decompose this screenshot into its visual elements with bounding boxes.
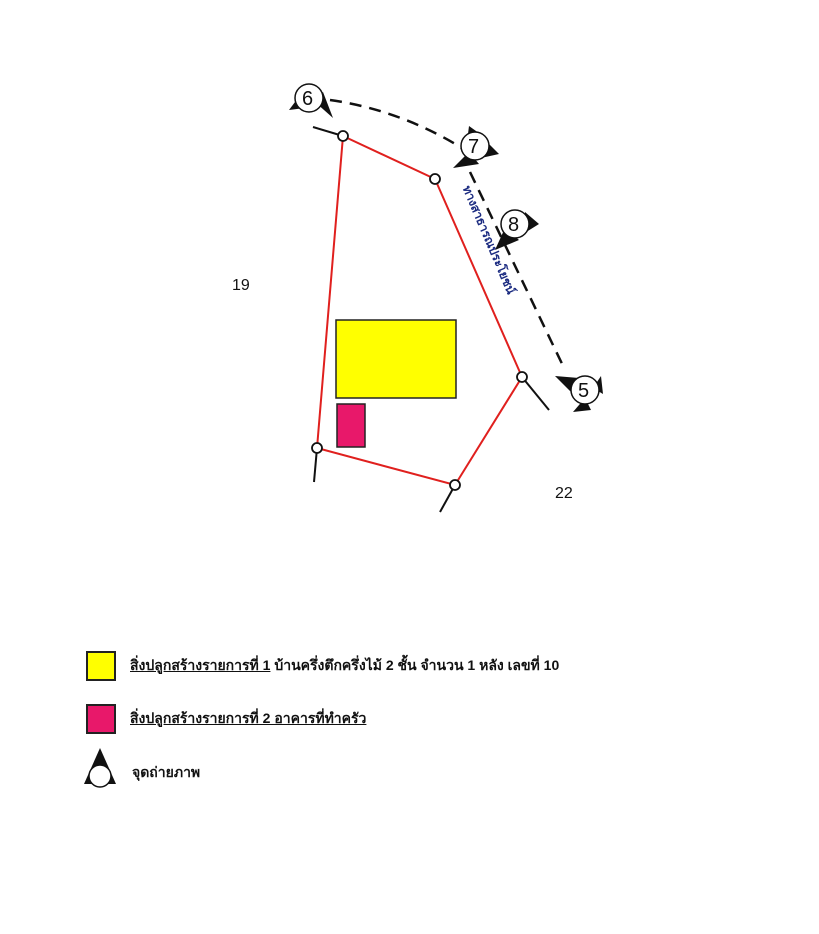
legend-item-photo-point: จุดถ่ายภาพ (132, 762, 200, 784)
pink-swatch (86, 704, 116, 734)
legend-item-2-title: สิ่งปลูกสร้างรายการที่ 2 อาคารที่ทำครัว (130, 710, 367, 726)
legend-item-1-desc: บ้านครึ่งตึกครึ่งไม้ 2 ชั้น จำนวน 1 หลัง… (270, 657, 560, 673)
photo-point-label-8: 8 (508, 214, 520, 236)
photo-point-label-7: 7 (468, 136, 480, 158)
photo-point-label-6: 6 (302, 88, 314, 110)
photo-point-label-5: 5 (578, 380, 590, 402)
photo-point-7 (453, 126, 499, 168)
legend-item-1-title: สิ่งปลูกสร้างรายการที่ 1 (130, 657, 271, 673)
building-2 (336, 403, 366, 448)
parcel-number-22: 22 (555, 485, 573, 502)
photo-point-6 (289, 83, 333, 118)
boundary-markers (311, 130, 528, 491)
legend-camera-icon (84, 748, 116, 788)
yellow-swatch (86, 651, 116, 681)
legend-item-3-label: จุดถ่ายภาพ (132, 764, 201, 780)
building-1 (335, 319, 457, 399)
legend-item-building-1: สิ่งปลูกสร้างรายการที่ 1 บ้านครึ่งตึกครึ… (86, 651, 559, 681)
parcel-boundary (315, 134, 524, 487)
photo-point-8 (495, 209, 539, 250)
road-dashed-line (329, 98, 567, 371)
parcel-number-19: 19 (232, 277, 250, 294)
photo-point-5 (555, 375, 603, 412)
legend-item-building-2: สิ่งปลูกสร้างรายการที่ 2 อาคารที่ทำครัว (86, 704, 366, 734)
